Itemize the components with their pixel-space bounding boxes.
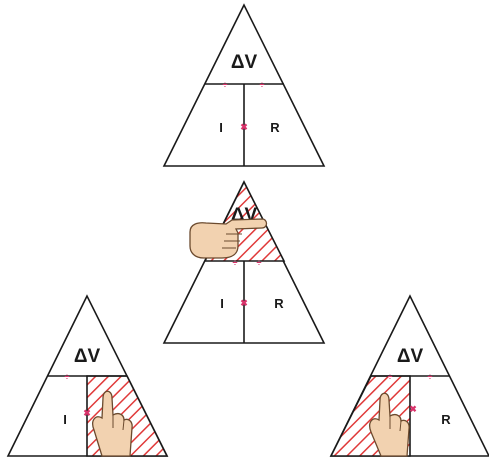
divide-icon: ÷ (233, 258, 238, 268)
triangle-1-right-label: R (270, 120, 280, 135)
divide-icon: ÷ (388, 372, 393, 382)
multiply-icon: ✖ (240, 298, 248, 308)
multiply-icon: ✖ (409, 404, 417, 414)
divide-icon: ÷ (65, 372, 70, 382)
triangle-1-top-label: ΔV (231, 52, 258, 73)
triangle-4-top-label: ΔV (397, 346, 424, 367)
multiply-icon: ✖ (83, 408, 91, 418)
triangle-4: ΔV R ✖ ÷ ÷ (331, 296, 489, 456)
triangle-2-right-label: R (274, 296, 284, 311)
divide-icon: ÷ (260, 80, 265, 90)
multiply-icon: ✖ (240, 122, 248, 132)
triangle-1-left-label: I (219, 120, 223, 135)
triangle-2: ΔV I R ✖ ÷ ÷ (164, 182, 324, 343)
divide-icon: ÷ (223, 80, 228, 90)
divide-icon: ÷ (428, 372, 433, 382)
triangle-4-right-label: R (441, 412, 451, 427)
triangle-2-left-label: I (220, 296, 224, 311)
triangle-3: ΔV I ✖ ÷ (8, 296, 167, 456)
divide-icon: ÷ (257, 258, 262, 268)
triangle-3-left-label: I (63, 412, 67, 427)
triangle-3-top-label: ΔV (74, 346, 101, 367)
triangle-1: ΔV I R ✖ ÷ ÷ (164, 5, 324, 166)
